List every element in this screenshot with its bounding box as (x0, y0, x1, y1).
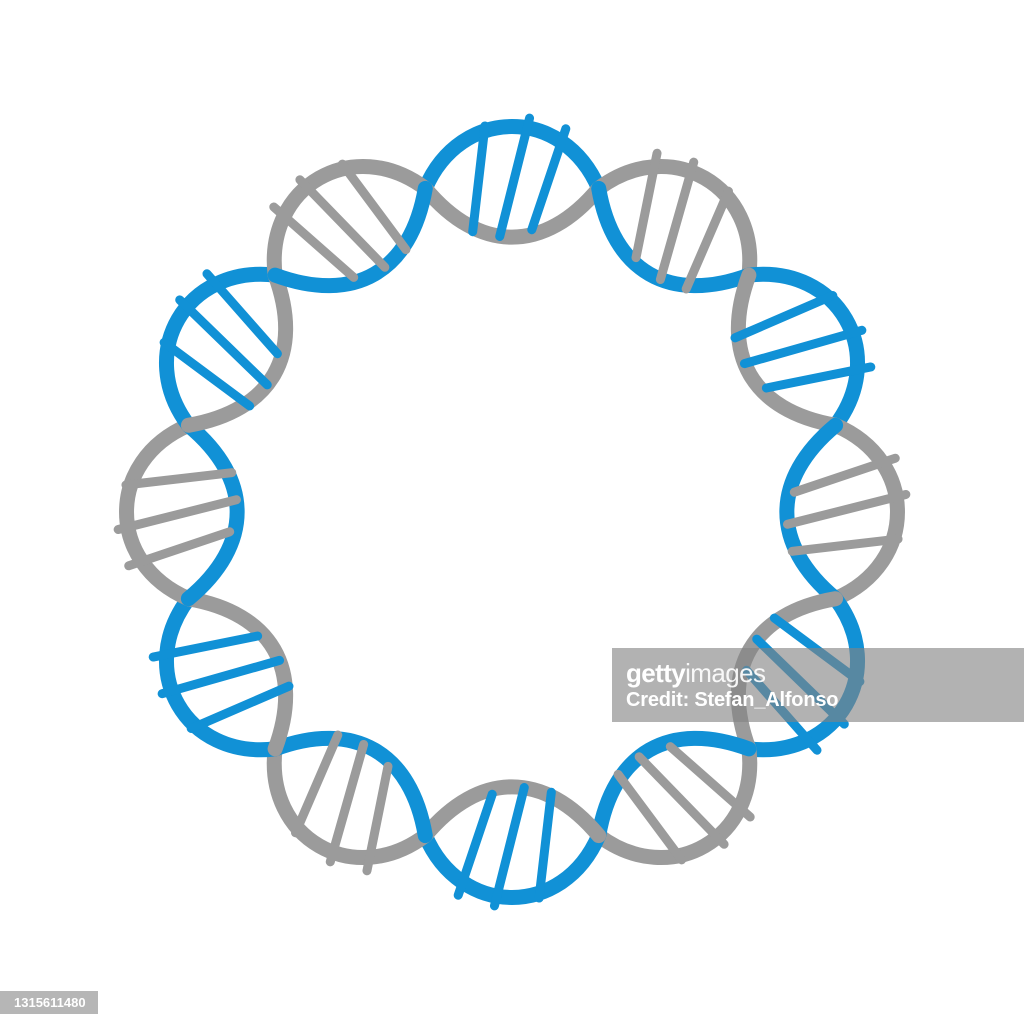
dna-helix-circle-illustration (113, 113, 911, 911)
image-canvas: gettyimages Credit: Stefan_Alfonso 13156… (0, 113, 1024, 1014)
